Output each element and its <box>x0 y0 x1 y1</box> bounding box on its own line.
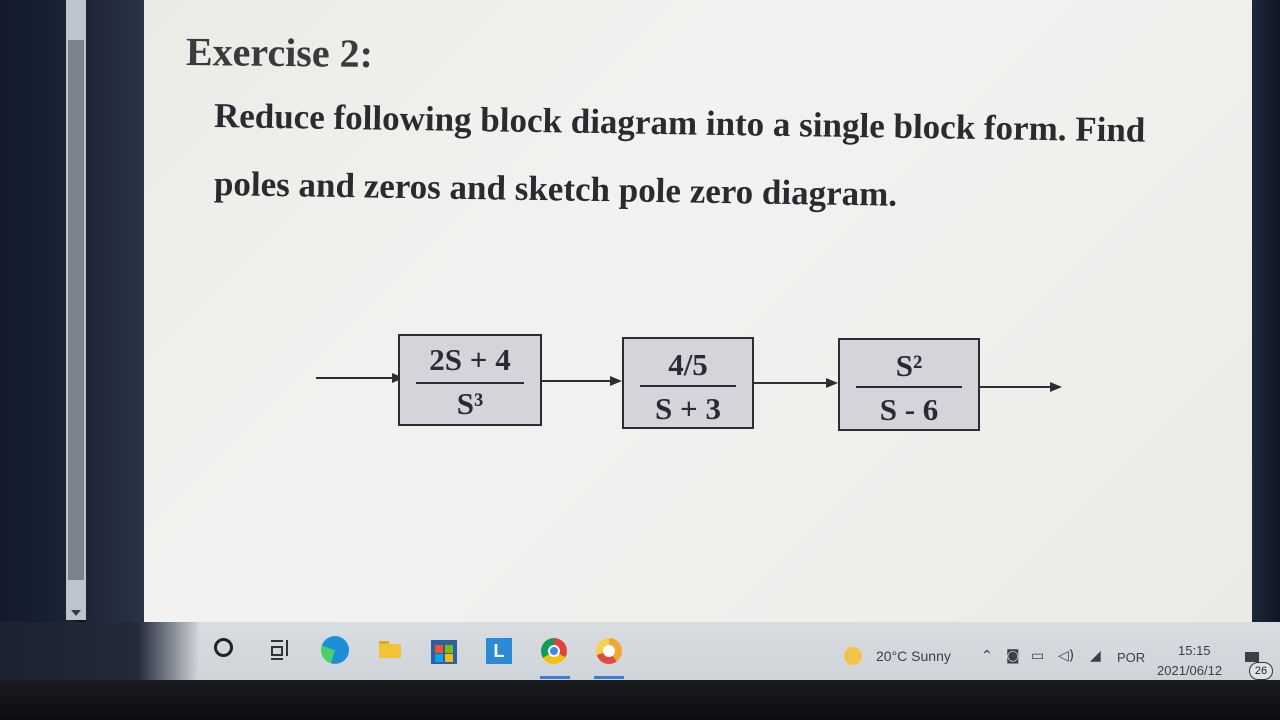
arrow-head-1-2 <box>610 376 622 386</box>
store-icon[interactable] <box>431 640 457 664</box>
file-explorer-icon[interactable] <box>377 636 405 664</box>
edge-browser-icon[interactable] <box>321 636 349 664</box>
chrome-variant-icon[interactable] <box>596 638 622 664</box>
block-2-denominator: S + 3 <box>655 391 721 426</box>
weather-sun-icon[interactable] <box>844 647 862 665</box>
block-1-fraction-bar <box>416 382 524 384</box>
notification-icon[interactable] <box>1245 652 1259 662</box>
transfer-block-2: 4/5 S + 3 <box>622 337 754 429</box>
notification-count-badge[interactable]: 26 <box>1249 662 1273 680</box>
block-2-numerator: 4/5 <box>668 347 708 382</box>
active-app-indicator <box>594 676 624 679</box>
meet-now-icon[interactable]: ◙ <box>1006 648 1020 664</box>
block-1-denominator: S³ <box>456 386 484 421</box>
block-1-numerator: 2S + 4 <box>429 342 511 377</box>
taskbar-left-shadow <box>0 622 198 680</box>
l-app-icon[interactable]: L <box>486 638 512 664</box>
window-edge <box>86 0 144 625</box>
arrow-head-2-3 <box>826 378 838 388</box>
block-3-denominator: S - 6 <box>879 392 939 427</box>
volume-icon[interactable]: ◁) <box>1058 648 1075 664</box>
block-3-numerator: S² <box>895 348 923 383</box>
block-diagram: 2S + 4 S³ 4/5 S + 3 S² S - 6 <box>144 0 1252 628</box>
output-arrow-head <box>1050 382 1062 392</box>
language-indicator[interactable]: POR <box>1117 650 1146 665</box>
monitor-bezel-bottom <box>0 680 1280 720</box>
transfer-block-1: 2S + 4 S³ <box>398 334 542 426</box>
transfer-block-3: S² S - 6 <box>838 338 980 431</box>
input-arrow-line <box>316 377 394 379</box>
presentation-slide: Exercise 2: Reduce following block diagr… <box>144 0 1252 628</box>
chrome-icon[interactable] <box>541 638 567 664</box>
block-2-fraction-bar <box>640 385 736 387</box>
search-icon[interactable] <box>214 638 233 657</box>
block-3-fraction-bar <box>856 386 962 388</box>
output-arrow-line <box>980 386 1052 388</box>
chevron-up-icon[interactable]: ⌃ <box>981 648 993 664</box>
scrollbar-thumb[interactable] <box>68 40 84 580</box>
clock-date[interactable]: 2021/06/12 <box>1157 663 1223 678</box>
background-bezel-left <box>0 0 75 640</box>
battery-icon[interactable]: ▭ <box>1031 648 1045 664</box>
wifi-icon[interactable]: ◢ <box>1090 648 1101 664</box>
arrow-line-2-3 <box>754 382 828 384</box>
task-view-icon[interactable] <box>268 636 296 664</box>
weather-text[interactable]: 20°C Sunny <box>876 648 951 664</box>
arrow-line-1-2 <box>542 380 612 382</box>
taskbar <box>0 622 1280 680</box>
background-bezel-right <box>1250 0 1280 640</box>
active-app-indicator <box>540 676 570 679</box>
clock-time[interactable]: 15:15 <box>1178 643 1211 658</box>
scroll-down-arrow-icon[interactable] <box>71 610 81 616</box>
vertical-scrollbar[interactable] <box>66 0 86 620</box>
